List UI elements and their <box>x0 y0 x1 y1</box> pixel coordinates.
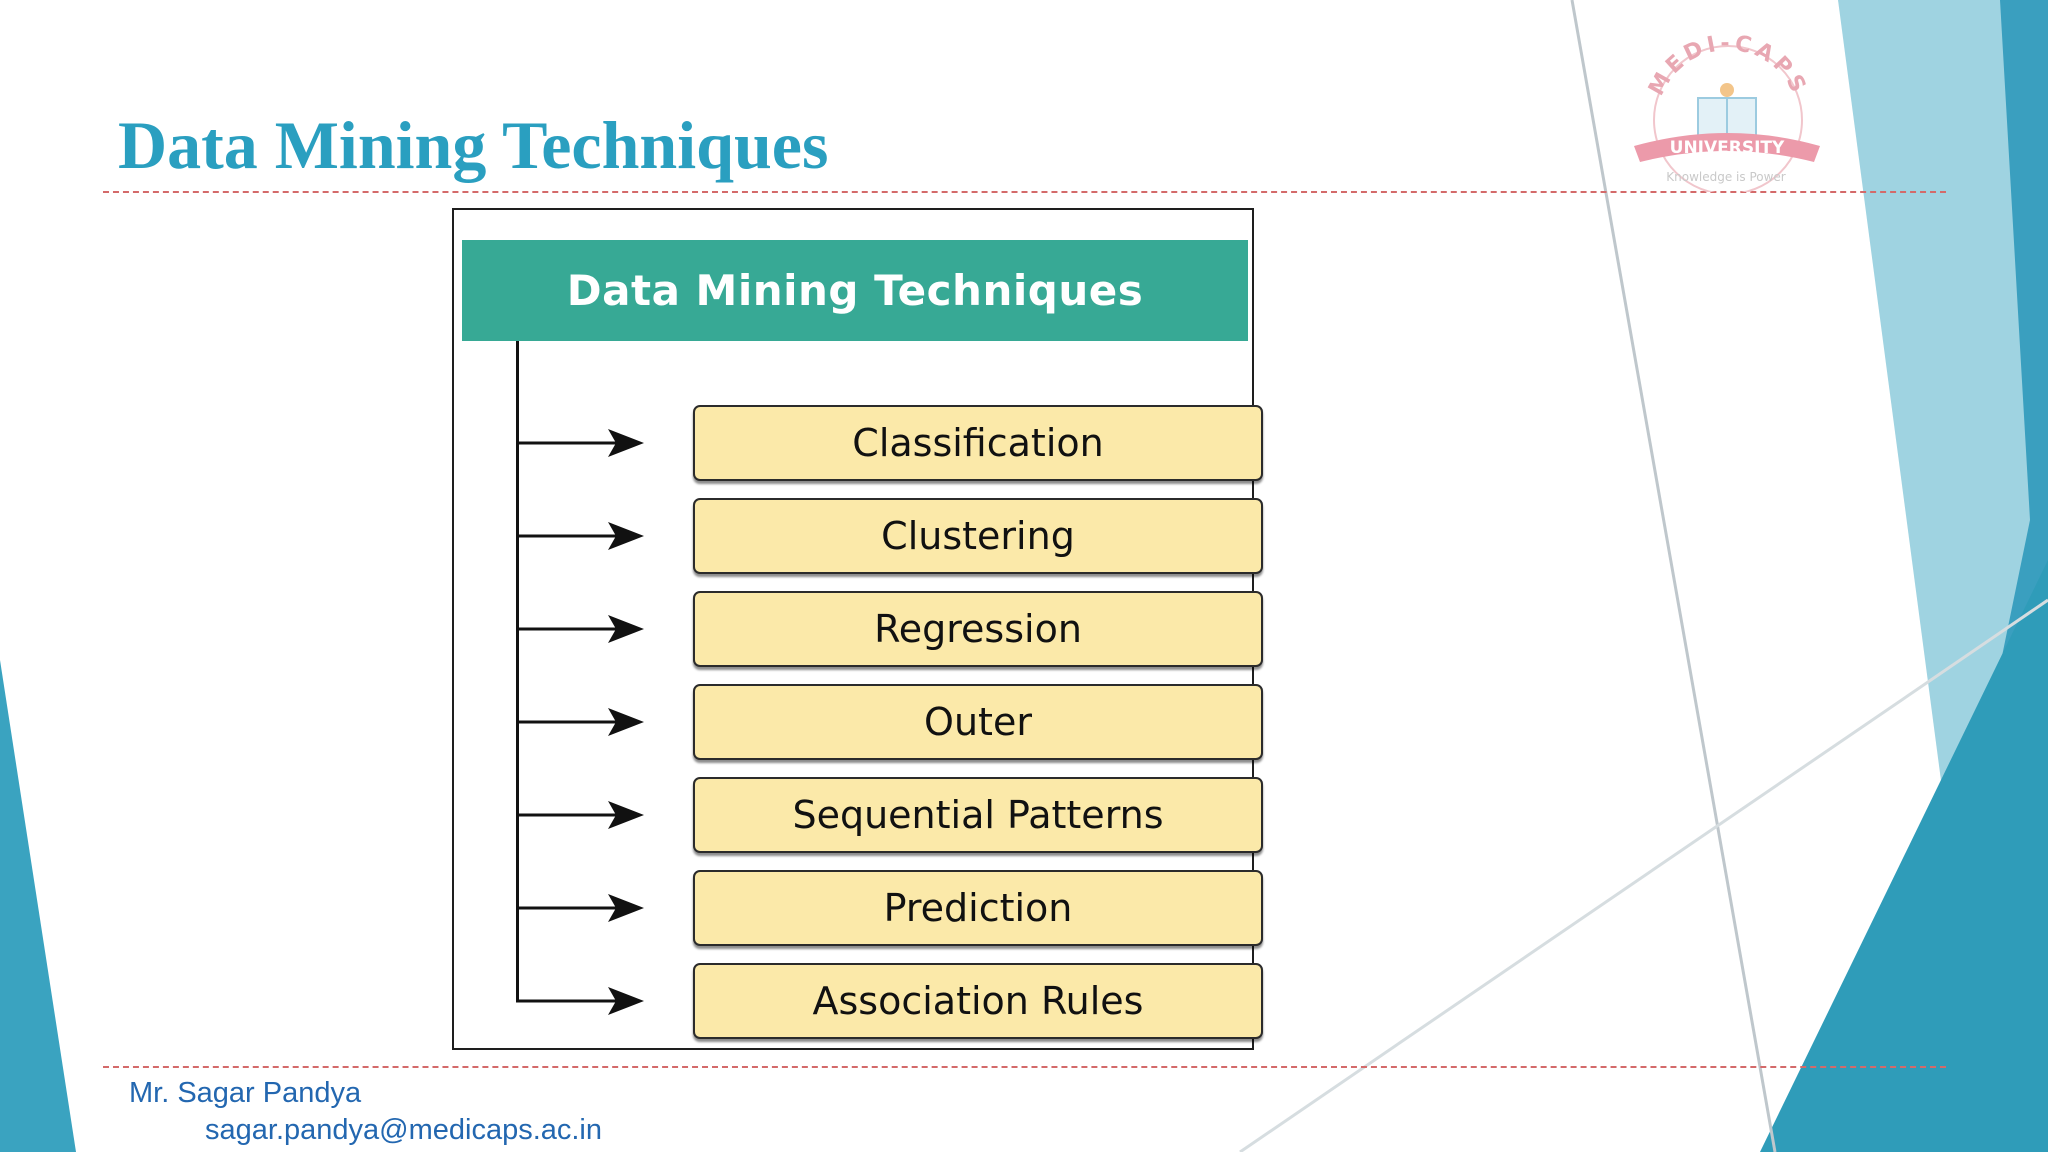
logo-tagline: Knowledge is Power <box>1666 170 1786 184</box>
top-divider <box>103 191 1946 193</box>
technique-box-classification: Classification <box>693 405 1263 481</box>
arrow-icon <box>516 522 644 550</box>
author-email: sagar.pandya@medicaps.ac.in <box>205 1114 603 1146</box>
technique-box-regression: Regression <box>693 591 1263 667</box>
left-teal-triangle <box>0 660 76 1152</box>
logo-banner-text: UNIVERSITY <box>1670 138 1785 158</box>
technique-box-prediction: Prediction <box>693 870 1263 946</box>
arrow-icon <box>516 615 644 643</box>
author-name: Mr. Sagar Pandya <box>129 1077 362 1109</box>
diagram-trunk-line <box>516 341 519 1001</box>
arrow-icon <box>516 429 644 457</box>
technique-row: Sequential Patterns <box>516 777 1263 853</box>
technique-box-clustering: Clustering <box>693 498 1263 574</box>
technique-row: Clustering <box>516 498 1263 574</box>
university-logo: MEDI-CAPS UNIVERSITY Knowledge is Power <box>1634 31 1820 192</box>
technique-box-association-rules: Association Rules <box>693 963 1263 1039</box>
techniques-diagram: Data Mining Techniques Classification Cl… <box>452 208 1263 1050</box>
arrow-icon <box>516 801 644 829</box>
technique-row: Classification <box>516 405 1263 481</box>
bottom-right-triangle <box>1760 560 2048 1152</box>
technique-box-outer: Outer <box>693 684 1263 760</box>
technique-row: Prediction <box>516 870 1263 946</box>
diagram-header: Data Mining Techniques <box>462 240 1248 341</box>
technique-box-sequential-patterns: Sequential Patterns <box>693 777 1263 853</box>
arrow-icon <box>516 987 644 1015</box>
technique-row: Regression <box>516 591 1263 667</box>
slide-title: Data Mining Techniques <box>118 107 829 183</box>
arrow-icon <box>516 708 644 736</box>
diagonal-line-2 <box>1239 598 2048 1152</box>
bottom-divider <box>103 1066 1946 1068</box>
technique-row: Outer <box>516 684 1263 760</box>
arrow-icon <box>516 894 644 922</box>
technique-row: Association Rules <box>516 963 1263 1039</box>
